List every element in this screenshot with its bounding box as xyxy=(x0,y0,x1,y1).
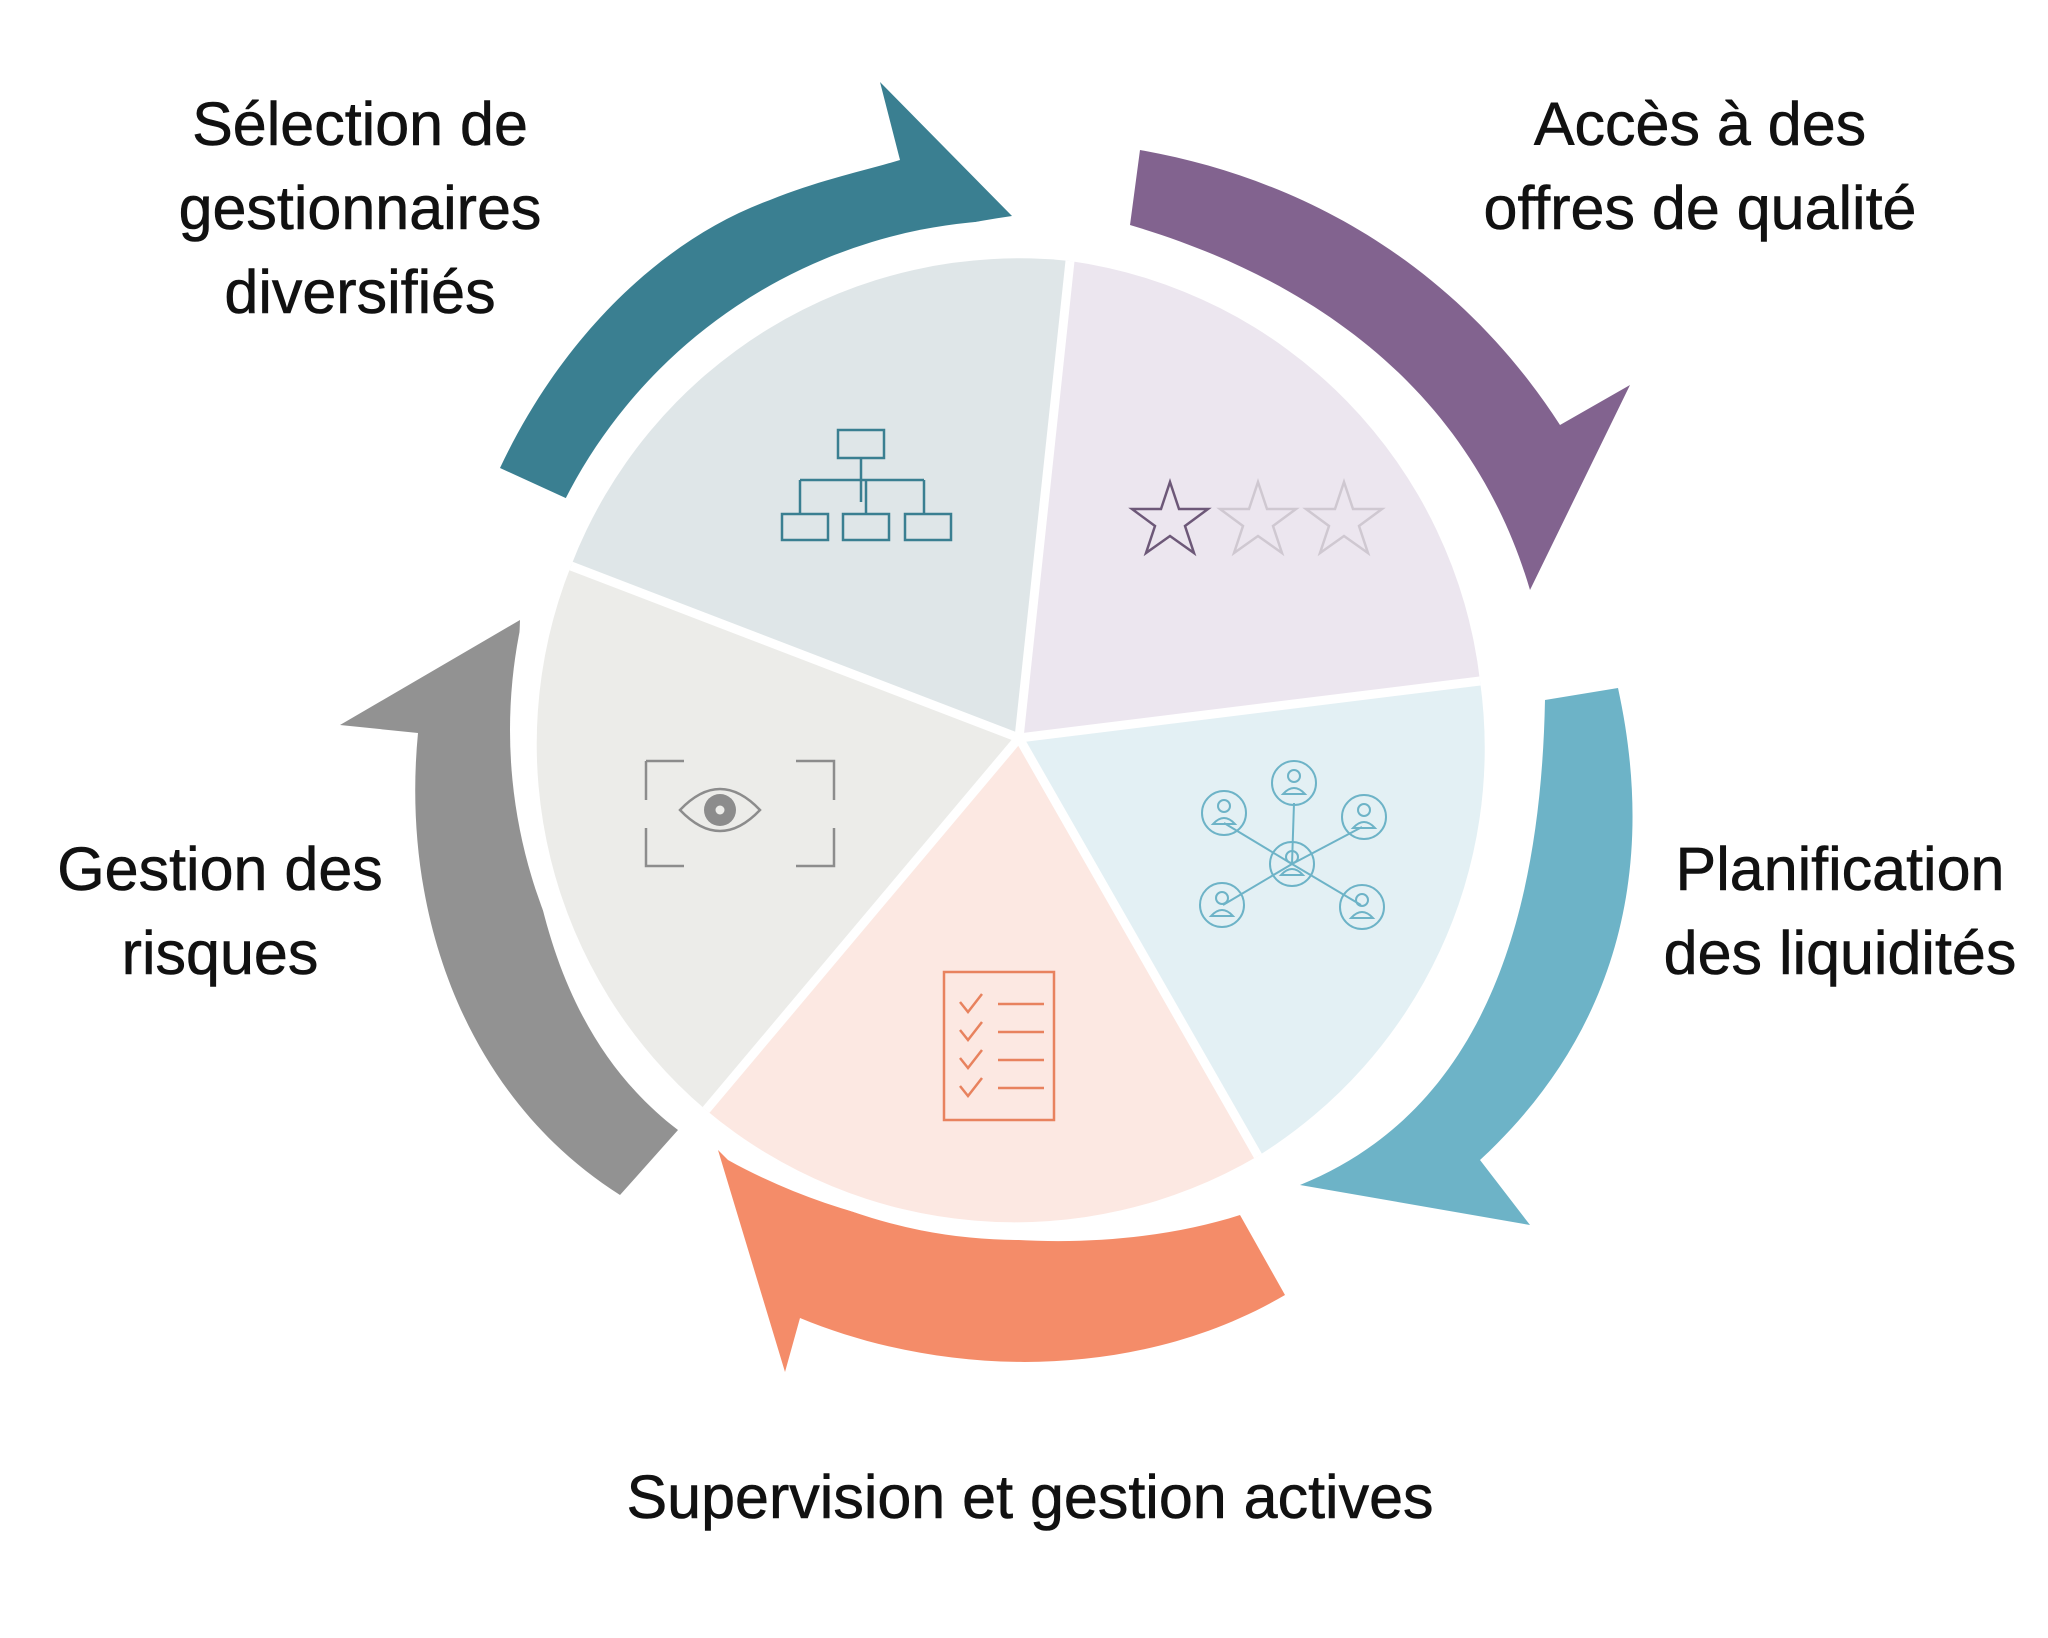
label-line: Gestion des xyxy=(57,835,383,904)
arrow-planification xyxy=(1300,688,1633,1225)
segment-planification xyxy=(1019,681,1485,1156)
org-chart-icon xyxy=(780,428,953,542)
label-line: Accès à des xyxy=(1533,90,1867,159)
label-selection: Sélection de gestionnaires diversifiés xyxy=(160,82,560,334)
person-node-icon xyxy=(1271,760,1317,806)
segment-risques xyxy=(536,566,1019,1110)
segment-selection xyxy=(571,258,1070,738)
person-node-icon xyxy=(1269,841,1315,887)
segment-dividers xyxy=(569,260,1481,1159)
arrow-supervision xyxy=(718,1150,1285,1372)
person-node-icon xyxy=(1341,794,1387,840)
arrow-risques xyxy=(340,620,678,1195)
segment-supervision xyxy=(706,738,1258,1223)
label-planification: Planification des liquidités xyxy=(1635,827,2045,995)
star-empty-icon xyxy=(1216,478,1300,557)
arrow-acces xyxy=(1130,150,1630,590)
star-empty-icon xyxy=(1302,478,1386,557)
star-filled-icon xyxy=(1128,478,1212,557)
person-node-icon xyxy=(1339,884,1385,930)
star-rating-icon xyxy=(1128,478,1386,557)
label-line: offres de qualité xyxy=(1483,174,1917,243)
person-node-icon xyxy=(1201,790,1247,836)
checklist-icon xyxy=(942,970,1056,1122)
label-line: Planification xyxy=(1675,835,2005,904)
label-supervision: Supervision et gestion actives xyxy=(525,1455,1535,1539)
label-risques: Gestion des risques xyxy=(30,827,410,995)
network-icon xyxy=(1199,760,1387,930)
arrow-selection xyxy=(500,82,1012,500)
label-line: des liquidités xyxy=(1663,919,2017,988)
label-line: Sélection de xyxy=(192,90,528,159)
label-line: Supervision et gestion actives xyxy=(626,1463,1434,1532)
label-line: gestionnaires xyxy=(178,174,542,243)
label-acces: Accès à des offres de qualité xyxy=(1430,82,1970,250)
person-node-icon xyxy=(1199,882,1245,928)
segment-acces xyxy=(1019,261,1480,738)
eye-icon xyxy=(644,759,836,868)
label-line: diversifiés xyxy=(224,258,496,327)
label-line: risques xyxy=(121,919,319,988)
